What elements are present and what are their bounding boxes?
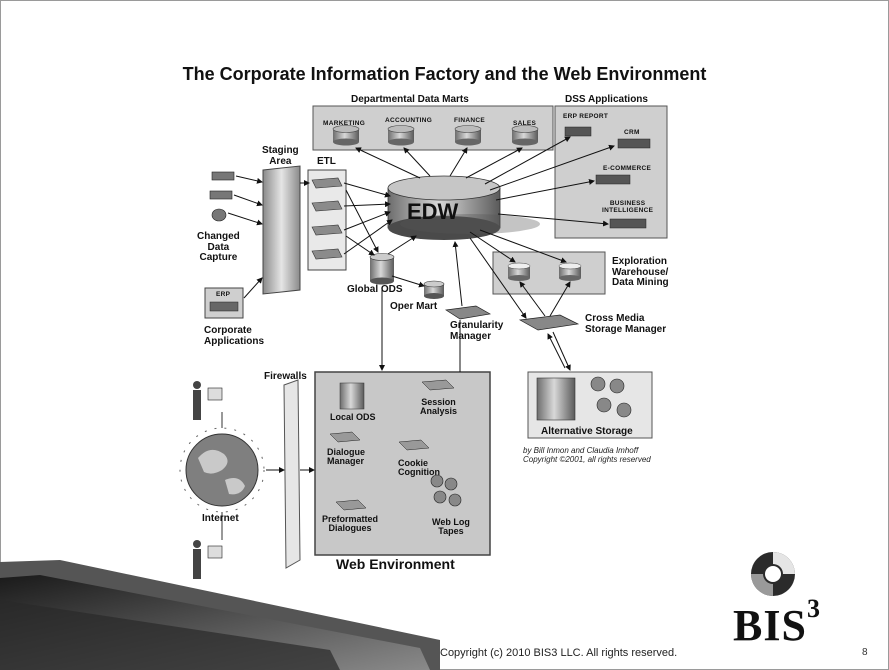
finance-cylinder xyxy=(454,125,482,146)
granularity-manager-shape xyxy=(445,305,492,320)
cdc-icons xyxy=(209,171,235,222)
dss-applications-label: DSS Applications xyxy=(565,94,648,105)
accounting-label: ACCOUNTING xyxy=(385,117,433,124)
sales-cylinder xyxy=(511,125,539,146)
marketing-label: MARKETING xyxy=(323,120,366,127)
bis3-logo-emblem xyxy=(751,552,795,596)
accounting-cylinder xyxy=(387,125,415,146)
oper-mart-cylinder xyxy=(423,280,445,299)
footer-copyright: Copyright (c) 2010 BIS3 LLC. All rights … xyxy=(440,647,678,659)
internet-globe xyxy=(179,427,265,513)
erp-icon xyxy=(209,301,239,312)
changed-data-capture-label: Changed Data Capture xyxy=(197,231,240,263)
erp-label: ERP xyxy=(216,291,231,298)
business-intelligence-label: BUSINESS INTELLIGENCE xyxy=(602,200,654,214)
cross-media-storage-manager-label: Cross Media Storage Manager xyxy=(585,313,667,335)
web-log-tapes-label: Web Log Tapes xyxy=(432,517,470,537)
cross-media-shape xyxy=(518,314,580,331)
crm-label: CRM xyxy=(624,129,640,136)
credit-line-2: Copyright ©2001, all rights reserved xyxy=(523,455,651,464)
diagram-title: The Corporate Information Factory and th… xyxy=(182,64,707,84)
exploration-warehouse-label: Exploration Warehouse/ Data Mining xyxy=(612,256,669,288)
staging-area-shape xyxy=(262,165,301,295)
global-ods-cylinder xyxy=(369,253,395,285)
footer-banner xyxy=(0,560,440,670)
oper-mart-label: Oper Mart xyxy=(390,301,438,312)
cookie-cognition-label: Cookie Cognition xyxy=(398,458,440,478)
page-number: 8 xyxy=(862,647,868,658)
dialogue-manager-label: Dialogue Manager xyxy=(327,447,366,467)
dss-app-icons xyxy=(564,126,651,229)
internet-label: Internet xyxy=(202,513,239,524)
alternative-storage-icons xyxy=(536,376,632,421)
firewall-shape xyxy=(283,379,301,569)
preformatted-dialogues-label: Preformatted Dialogues xyxy=(322,514,379,534)
firewalls-label: Firewalls xyxy=(264,371,307,382)
alternative-storage-label: Alternative Storage xyxy=(541,426,633,437)
departmental-data-marts-label: Departmental Data Marts xyxy=(351,94,469,105)
corporate-applications-label: Corporate Applications xyxy=(204,325,265,347)
local-ods-label: Local ODS xyxy=(330,412,376,422)
granularity-manager-label: Granularity Manager xyxy=(450,320,504,342)
exploration-cylinders xyxy=(507,262,582,281)
web-env-icons xyxy=(329,379,462,511)
user-figures xyxy=(193,381,223,579)
etl-blocks xyxy=(311,177,343,260)
web-environment-label: Web Environment xyxy=(336,556,455,572)
edw-cylinder xyxy=(387,175,540,240)
staging-area-label: Staging Area xyxy=(262,145,299,167)
edw-label: EDW xyxy=(407,199,459,224)
marketing-cylinder xyxy=(332,125,360,146)
global-ods-label: Global ODS xyxy=(347,284,403,295)
erp-report-label: ERP REPORT xyxy=(563,113,609,120)
credit-line-1: by Bill Inmon and Claudia Imhoff xyxy=(523,446,639,455)
e-commerce-label: E-COMMERCE xyxy=(603,165,652,172)
bis3-logo-text: BIS3 xyxy=(733,594,821,650)
data-mart-cylinders xyxy=(332,125,539,146)
finance-label: FINANCE xyxy=(454,117,485,124)
session-analysis-label: Session Analysis xyxy=(420,397,458,417)
flow-arrows xyxy=(227,136,615,473)
etl-label: ETL xyxy=(317,156,336,167)
sales-label: SALES xyxy=(513,120,537,127)
